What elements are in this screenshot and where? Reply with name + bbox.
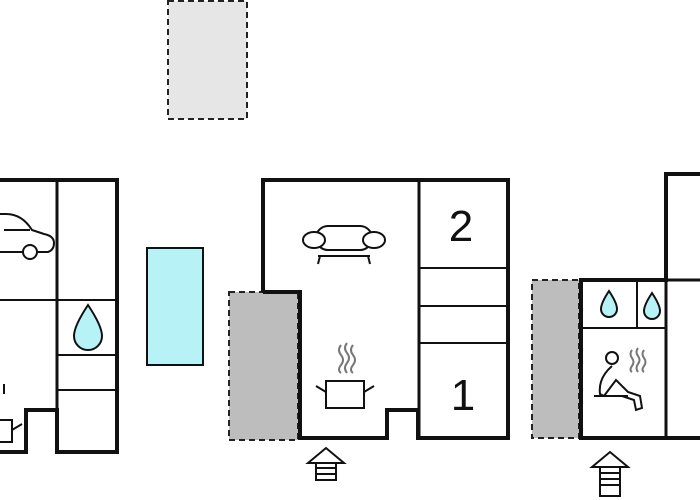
terrace-area <box>228 291 299 441</box>
stove-icon <box>0 384 23 443</box>
room-label-2: 2 <box>449 202 473 251</box>
entrance-arrow-icon <box>305 446 347 481</box>
carport-area <box>167 0 248 120</box>
right-building-walls <box>579 172 700 440</box>
entrance-arrow-icon <box>589 450 631 497</box>
terrace-area-right <box>531 279 580 439</box>
sauna-icon <box>594 347 647 412</box>
shower-drop-icon <box>642 291 662 320</box>
sofa-icon <box>302 225 386 265</box>
water-drop-icon <box>72 303 104 351</box>
middle-building: 2 1 <box>228 178 510 481</box>
room-label-1: 1 <box>451 371 475 420</box>
cooking-pot-icon <box>315 342 375 409</box>
shower-drop-icon <box>599 289 619 318</box>
swimming-pool <box>146 247 204 366</box>
left-building <box>0 178 119 454</box>
car-icon <box>0 213 56 260</box>
right-building <box>531 172 700 497</box>
